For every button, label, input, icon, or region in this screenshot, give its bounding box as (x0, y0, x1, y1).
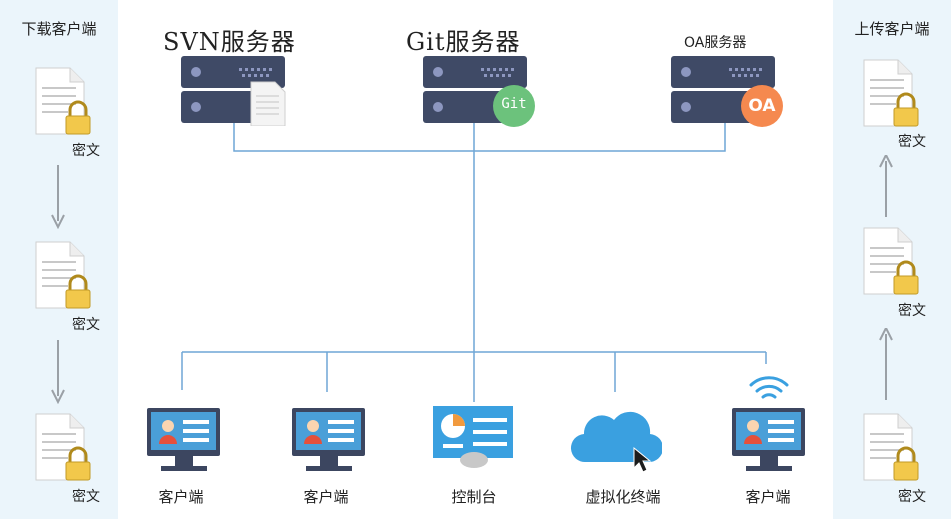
arrow-down-icon (51, 340, 65, 404)
svn-server-icon (181, 56, 287, 126)
encrypted-doc-icon (34, 66, 94, 138)
cipher-label: 密文 (898, 134, 926, 150)
upload-client-title: 上传客户端 (854, 20, 930, 38)
cipher-label: 密文 (72, 143, 100, 159)
git-server-icon (423, 56, 537, 130)
cipher-label: 密文 (898, 303, 926, 319)
encrypted-doc-icon (34, 412, 94, 484)
console-label: 控制台 (451, 488, 497, 506)
oa-server-icon (671, 56, 785, 130)
oa-badge-label: OA (748, 96, 776, 116)
client-label: 客户端 (745, 488, 791, 506)
svn-server-title: SVN服务器 (163, 28, 296, 56)
encrypted-doc-icon (862, 58, 922, 130)
oa-server-title: OA服务器 (684, 35, 747, 51)
wifi-icon (748, 372, 790, 402)
client-computer-icon (732, 408, 806, 474)
encrypted-doc-icon (34, 240, 94, 312)
client-label: 客户端 (158, 488, 204, 506)
cipher-label: 密文 (72, 489, 100, 505)
git-badge-label: Git (501, 96, 527, 112)
client-computer-icon (147, 408, 221, 474)
cipher-label: 密文 (72, 317, 100, 333)
encrypted-doc-icon (862, 412, 922, 484)
virtual-terminal-label: 虚拟化终端 (585, 488, 661, 506)
client-label: 客户端 (303, 488, 349, 506)
encrypted-doc-icon (862, 226, 922, 298)
arrow-up-icon (879, 155, 893, 217)
arrow-up-icon (879, 328, 893, 400)
git-server-title: Git服务器 (406, 28, 521, 56)
client-computer-icon (292, 408, 366, 474)
console-icon (433, 406, 515, 470)
cloud-icon (570, 402, 662, 474)
download-client-title: 下载客户端 (21, 20, 97, 38)
arrow-down-icon (51, 165, 65, 229)
cipher-label: 密文 (898, 489, 926, 505)
